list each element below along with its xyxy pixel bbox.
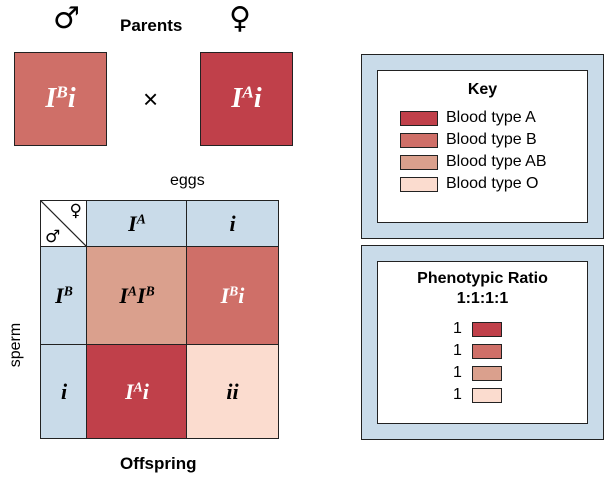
row-header-IB-text: IB [55, 283, 73, 308]
male-symbol-icon: ♂ [53, 1, 80, 36]
corner-diagonal [41, 201, 86, 246]
key-label-type-b: Blood type B [446, 131, 537, 148]
corner-male-icon: ♂ [45, 227, 61, 247]
key-swatch-type-b [400, 132, 438, 148]
key-label-type-o: Blood type O [446, 175, 539, 192]
offspring-cell-ii-text: ii [226, 378, 239, 404]
offspring-cell-IAIB-text: IAIB [119, 283, 155, 308]
row-header-i-text: i [60, 378, 68, 404]
row-header-i: i [40, 344, 88, 439]
column-header-i-text: i [229, 211, 236, 236]
ratio-count-type-o: 1 [453, 386, 462, 403]
ratio-item-type-o: 1 [453, 386, 502, 404]
key-swatch-type-ab [400, 154, 438, 170]
ratio-item-type-b: 1 [453, 342, 502, 360]
key-label-type-a: Blood type A [446, 109, 536, 126]
column-header-i: i [186, 200, 279, 248]
ratio-count-type-b: 1 [453, 342, 462, 359]
offspring-cell-IBi-text: IBi [220, 283, 245, 308]
ratio-swatch-type-b [471, 343, 502, 359]
ratio-item-type-ab: 1 [453, 364, 502, 382]
ratio-count-type-a: 1 [453, 320, 462, 337]
ratio-swatch-type-ab [471, 365, 502, 381]
key-swatch-type-a [400, 110, 438, 126]
female-parent-genotype-text: IAi [231, 82, 262, 114]
key-panel-inner: Key Blood type A Blood type B Blood type… [377, 70, 588, 223]
female-symbol-icon: ♀ [229, 1, 251, 36]
key-item-type-ab: Blood type AB [400, 153, 547, 171]
key-label-type-ab: Blood type AB [446, 153, 547, 170]
male-parent-genotype-text: IBi [45, 82, 76, 114]
row-header-IB: IB [40, 246, 88, 346]
column-header-IA: IA [86, 200, 188, 248]
offspring-cell-IAi-text: IAi [125, 378, 149, 404]
female-parent-genotype: IAi [200, 52, 293, 146]
ratio-item-type-a: 1 [453, 320, 502, 338]
column-header-IA-text: IA [128, 211, 146, 236]
offspring-cell-IBi: IBi [186, 246, 279, 346]
ratio-swatch-type-a [471, 321, 502, 337]
offspring-cell-IAi: IAi [86, 344, 188, 439]
key-item-type-b: Blood type B [400, 131, 537, 149]
offspring-cell-IAIB: IAIB [86, 246, 188, 346]
ratio-title: Phenotypic Ratio [417, 270, 548, 287]
male-parent-genotype: IBi [14, 52, 107, 146]
cross-symbol: × [143, 84, 159, 114]
key-item-type-a: Blood type A [400, 109, 536, 127]
eggs-label: eggs [170, 172, 205, 189]
key-title: Key [467, 81, 498, 98]
ratio-panel: Phenotypic Ratio 1:1:1:1 1 1 1 1 [361, 245, 604, 440]
ratio-swatch-type-o [471, 387, 502, 403]
offspring-cell-ii: ii [186, 344, 279, 439]
key-swatch-type-o [400, 176, 438, 192]
corner-cell: ♀ ♂ [40, 200, 88, 248]
corner-female-icon: ♀ [69, 201, 82, 221]
key-panel: Key Blood type A Blood type B Blood type… [361, 54, 604, 239]
ratio-value: 1:1:1:1 [456, 290, 509, 307]
ratio-panel-inner: Phenotypic Ratio 1:1:1:1 1 1 1 1 [377, 261, 588, 424]
key-item-type-o: Blood type O [400, 175, 539, 193]
parents-title: Parents [120, 16, 183, 35]
ratio-count-type-ab: 1 [453, 364, 462, 381]
offspring-label: Offspring [120, 454, 197, 473]
key-list: Blood type A Blood type B Blood type AB … [400, 109, 585, 219]
sperm-label: sperm [7, 322, 24, 368]
